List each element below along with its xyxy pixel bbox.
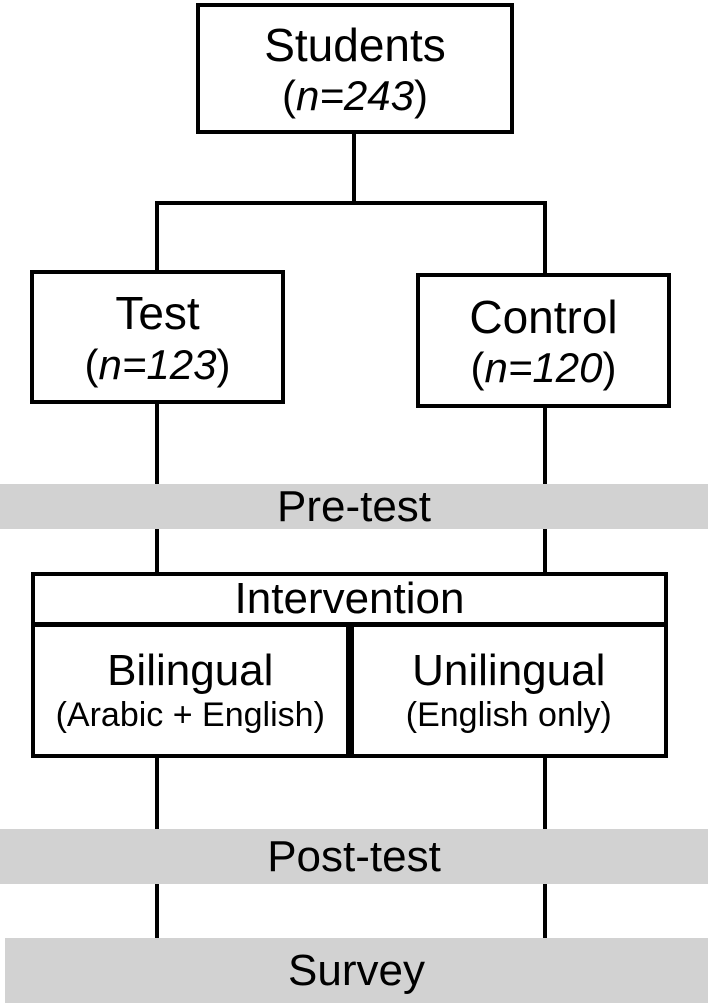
test-n-close: ) [216, 340, 231, 388]
bilingual-title: Bilingual [107, 645, 274, 695]
connector-branch-horizontal [155, 201, 547, 205]
connector-branch-right-drop [543, 201, 547, 273]
pretest-label: Pre-test [276, 481, 432, 531]
unilingual-cell: Unilingual (English only) [354, 627, 665, 754]
survey-band: Survey [5, 938, 708, 1003]
connector-branch-left-drop [155, 201, 159, 270]
survey-label: Survey [288, 945, 425, 995]
control-n-open: ( [470, 344, 485, 392]
connector-intervention-posttest-right [543, 758, 547, 829]
connector-posttest-survey-right [543, 884, 547, 938]
control-n-value: n=120 [484, 344, 603, 392]
control-n: (n=120) [471, 344, 617, 391]
test-n-open: ( [84, 340, 99, 388]
test-n-value: n=123 [98, 340, 217, 388]
connector-intervention-posttest-left [155, 758, 159, 829]
students-title: Students [264, 18, 446, 71]
connector-test-pretest [155, 404, 159, 484]
connector-control-pretest [543, 408, 547, 484]
intervention-arms: Bilingual (Arabic + English) Unilingual … [35, 627, 664, 754]
arm-divider [345, 627, 354, 754]
intervention-title: Intervention [35, 576, 664, 627]
control-n-close: ) [602, 344, 617, 392]
control-box: Control (n=120) [416, 273, 671, 408]
control-title: Control [469, 290, 618, 343]
connector-pretest-intervention-right [543, 529, 547, 572]
connector-posttest-survey-left [155, 884, 159, 938]
students-n: (n=243) [282, 72, 428, 119]
students-box: Students (n=243) [196, 3, 514, 134]
test-title: Test [115, 287, 200, 340]
connector-pretest-intervention-left [155, 529, 159, 572]
unilingual-title: Unilingual [412, 645, 606, 695]
intervention-box: Intervention Bilingual (Arabic + English… [31, 572, 668, 758]
bilingual-subtitle: (Arabic + English) [55, 696, 325, 735]
posttest-label: Post-test [267, 831, 441, 881]
unilingual-subtitle: (English only) [405, 696, 612, 735]
students-n-open: ( [282, 72, 297, 120]
students-n-close: ) [413, 72, 428, 120]
students-n-value: n=243 [296, 72, 414, 120]
pretest-band: Pre-test [0, 484, 708, 529]
bilingual-cell: Bilingual (Arabic + English) [35, 627, 346, 754]
connector-students-stem [352, 134, 356, 205]
test-n: (n=123) [85, 341, 231, 388]
posttest-band: Post-test [0, 829, 708, 884]
test-box: Test (n=123) [30, 270, 285, 404]
